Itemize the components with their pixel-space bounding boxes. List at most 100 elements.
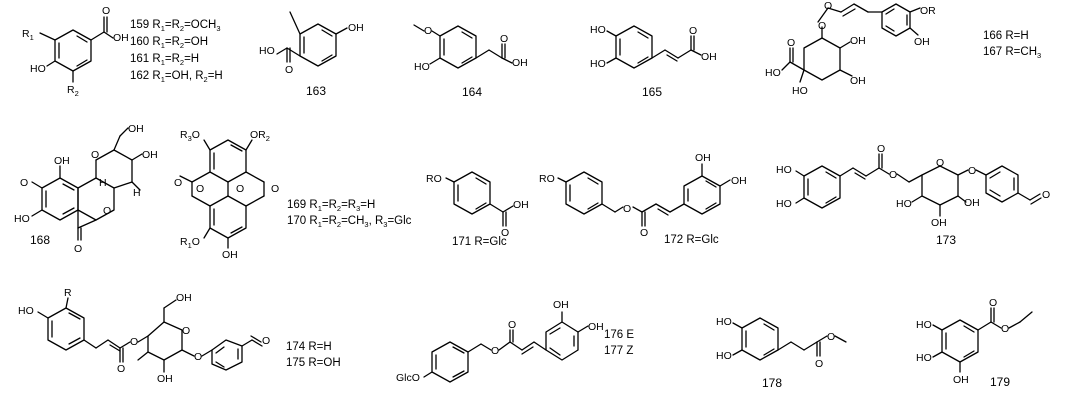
label-159: 159 R1=R2=OCH3: [130, 19, 221, 33]
atom-r2-159: R2: [67, 84, 79, 98]
atom-oh-q2-166: OH: [850, 75, 866, 87]
atom-oh-q1-166: OH: [850, 35, 866, 47]
atom-ho1-178: HO: [716, 316, 732, 328]
atom-o-carb-179: O: [989, 297, 997, 309]
atom-oh1-168: OH: [142, 149, 158, 161]
structure-166-167: O O OR OH HO O HO OH OH 166 R=H 167 R=CH…: [765, 0, 1041, 97]
atom-ho2-165: HO: [590, 58, 606, 70]
atom-oh-179: OH: [953, 374, 969, 386]
atom-oh2-173: OH: [964, 197, 980, 209]
atom-ho-174: HO: [18, 305, 34, 317]
structure-172: RO O O OH OH 172 R=Glc: [539, 152, 747, 246]
structure-179: HO HO OH O O 179: [916, 297, 1033, 389]
atom-oh-top-174: OH: [176, 292, 192, 304]
atom-oh-171: OH: [513, 199, 529, 211]
atom-o-carb-166: O: [824, 0, 832, 12]
atom-o-ester-176: O: [491, 345, 499, 357]
atom-o-ester-174: O: [130, 336, 138, 348]
atom-o-159: O: [102, 5, 110, 17]
atom-o-ester-172: O: [623, 203, 631, 215]
atom-ho2-178: HO: [716, 350, 732, 362]
atom-oh-ring-166: OH: [914, 36, 930, 48]
structure-165: HO HO O OH 165: [590, 24, 717, 99]
atom-r1o-169: R1O: [180, 236, 200, 250]
label-167: 167 R=CH3: [983, 46, 1041, 60]
structure-171: RO O OH 171 R=Glc: [426, 171, 529, 248]
atom-o-165: O: [689, 25, 697, 37]
atom-ho-q-166: HO: [792, 85, 808, 97]
atom-oh2-172: OH: [731, 175, 747, 187]
atom-ho-164: HO: [414, 61, 430, 73]
atom-o-ald-173: O: [1042, 189, 1050, 201]
atom-o-link-173: O: [968, 165, 976, 177]
atom-o-lac-168: O: [103, 205, 111, 217]
atom-ho1-165: HO: [590, 24, 606, 36]
atom-oh1-172: OH: [695, 152, 711, 164]
atom-oh2-168: OH: [54, 155, 70, 167]
atom-o-carb-176: O: [508, 319, 516, 331]
atom-o-ald-174: O: [262, 335, 270, 347]
atom-ho1-179: HO: [916, 319, 932, 331]
compound-number-164: 164: [462, 85, 482, 99]
compound-number-163: 163: [306, 84, 326, 98]
structure-164: O HO O OH 164: [413, 24, 528, 99]
atom-ho-168: HO: [14, 213, 30, 225]
atom-o-ring-174: O: [182, 325, 190, 337]
atom-ro-171: RO: [426, 173, 442, 185]
atom-oh2-176: OH: [588, 321, 604, 333]
compound-number-179: 179: [990, 375, 1010, 389]
atom-oh-163: OH: [348, 22, 364, 34]
atom-o-me-164: O: [424, 25, 432, 37]
label-161: 161 R1=R2=H: [130, 53, 199, 67]
label-169: 169 R1=R2=R3=H: [287, 199, 375, 213]
atom-r3o-169: R3O: [180, 129, 200, 143]
label-160: 160 R1=R2=OH: [130, 36, 208, 50]
atom-o2-169: O: [236, 183, 244, 195]
atom-o-171: O: [501, 227, 509, 239]
label-176: 176 E: [604, 329, 634, 341]
atom-oh1-173: OH: [931, 217, 947, 229]
atom-or2-169: OR2: [250, 129, 270, 143]
atom-o-carb-172: O: [640, 227, 648, 239]
atom-o4-169: O: [271, 183, 279, 195]
atom-oh-164: OH: [512, 57, 528, 69]
atom-oh-top-168: OH: [128, 123, 144, 135]
atom-o-me-168: O: [20, 177, 28, 189]
atom-ho2-173: HO: [776, 198, 792, 210]
atom-ho-r-173: HO: [896, 198, 912, 210]
atom-oh-165: OH: [701, 51, 717, 63]
structure-159-162: O OH R1 HO R2: [22, 5, 129, 98]
label-175: 175 R=OH: [286, 357, 341, 369]
atom-oh-b-174: OH: [157, 373, 173, 385]
structure-174-175: R HO O O OH O O HO OH O 174 R=H 175 R=OH: [18, 287, 341, 385]
atom-oh1-176: OH: [553, 299, 569, 311]
atom-o-163: O: [285, 64, 293, 76]
structure-178: HO HO O O 178: [716, 316, 847, 390]
atom-o-carb-173: O: [877, 143, 885, 155]
compound-number-178: 178: [762, 376, 782, 390]
atom-o-carb-168: O: [74, 243, 82, 255]
atom-o-ring-173: O: [936, 157, 944, 169]
atom-o-ester-179: O: [1001, 323, 1009, 335]
label-166: 166 R=H: [983, 30, 1029, 42]
atom-or-166: OR: [920, 5, 936, 17]
atom-o-ester-166: O: [818, 20, 826, 32]
atom-o-164: O: [500, 33, 508, 45]
atom-o-ring-168: O: [91, 149, 99, 161]
label-172: 172 R=Glc: [664, 234, 719, 246]
structure-169-170: R3O OR2 O O O O R1O OH 169 R1=R2=R3=H 17…: [174, 129, 412, 261]
atom-oh-169: OH: [222, 249, 238, 261]
compound-number-168: 168: [30, 233, 50, 247]
label-174: 174 R=H: [286, 341, 332, 353]
structure-173: HO HO O O O O HO OH OH O 173: [776, 143, 1050, 247]
atom-o3-169: O: [196, 183, 204, 195]
label-171: 171 R=Glc: [452, 236, 507, 248]
atom-ho-159: HO: [30, 63, 46, 75]
atom-r1-159: R1: [22, 28, 34, 42]
structure-176-177: GlcO O O OH OH 176 E 177 Z: [396, 299, 634, 384]
atom-o1-169: O: [174, 177, 182, 189]
atom-o-ester-178: O: [827, 331, 835, 343]
atom-ho-acid-166: HO: [765, 67, 781, 79]
